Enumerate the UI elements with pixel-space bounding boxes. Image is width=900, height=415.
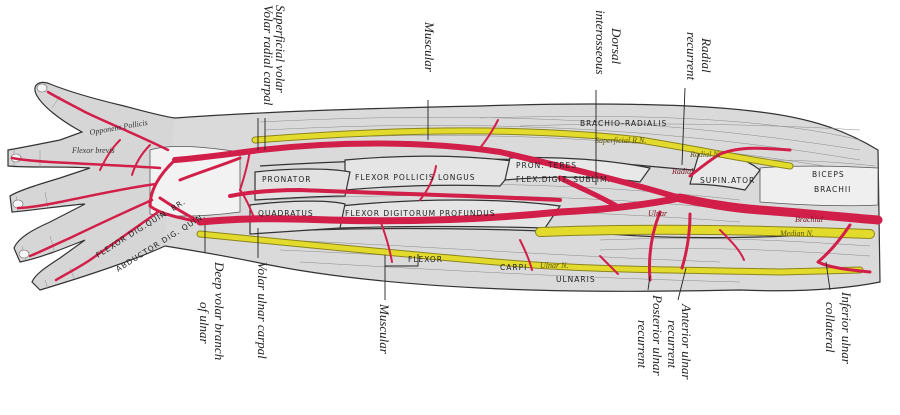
anterior-ulnar-recurrent-label-2: recurrent [665, 320, 680, 369]
radial-label: Radial [671, 167, 694, 176]
supinator-label: SUPIN.ATOR [700, 176, 755, 185]
common-interosseous-artery [557, 175, 623, 211]
inferior-ulnar-collateral-label-2: collateral [823, 302, 838, 353]
vessel-labels: Brachial Radial Ulnar Median N. Ulnar N.… [540, 136, 824, 270]
superficial-volar-artery [178, 156, 242, 182]
ulnar-nerve [197, 231, 863, 275]
radial-recurrent-label-1: Radial [699, 37, 714, 73]
flex-digit-sublim-label: FLEX.DIGIT. SUBLIM. [516, 175, 611, 184]
muscular-bottom-label: Muscular [377, 303, 392, 355]
pronator-label: PRONATOR [262, 175, 312, 184]
ulnar-label: Ulnar [648, 209, 668, 218]
leader-lines [204, 87, 831, 301]
brachii-label: BRACHII [814, 185, 851, 194]
brachial-label: Brachial [795, 215, 824, 224]
superficial-radial-nerve [252, 128, 793, 169]
biceps-label: BICEPS [812, 170, 845, 179]
flexor-digitorum-profundus-label: FLEXOR DIGITORUM PROFUNDUS [345, 209, 496, 218]
biceps-tendon-region [759, 165, 879, 207]
dorsal-interosseous-label-2: interosseous [593, 10, 608, 75]
flexor-brevis-label: Flexor brevis [71, 146, 115, 155]
deep-volar-branch-label-2: of ulnar [197, 302, 212, 344]
posterior-ulnar-recurrent-artery [648, 210, 662, 282]
dorsal-interosseous-label-1: Dorsal [609, 27, 624, 65]
nerves [196, 127, 875, 276]
deep-volar-branch-label-1: Deep volar branch [212, 261, 227, 360]
brachio-radialis-label: BRACHIO-RADIALIS [580, 119, 667, 128]
inferior-ulnar-collateral-artery [816, 223, 872, 274]
radial-nerve-label: Radial N. [689, 150, 721, 159]
superficial-volar-label: Superficial volar [273, 5, 288, 94]
posterior-ulnar-recurrent-label-2: recurrent [635, 320, 650, 369]
median-nerve [536, 225, 874, 238]
radial-recurrent-artery [688, 146, 792, 178]
inferior-ulnar-collateral-label-1: Inferior ulnar [839, 291, 854, 365]
median-nerve-label: Median N. [779, 229, 814, 238]
artery-labels: Volar radial carpal Superficial volar Mu… [197, 5, 854, 380]
radial-artery [172, 140, 683, 201]
volar-radial-carpal-label: Volar radial carpal [261, 5, 276, 106]
superficial-radial-nerve-label: Superficial R.N. [595, 136, 646, 145]
anterior-ulnar-recurrent-artery [680, 212, 692, 270]
arteries [10, 90, 883, 282]
flexor-carpi-ulnaris-label-2: CARPI [500, 263, 527, 272]
anterior-ulnar-recurrent-label-1: Anterior ulnar [679, 303, 694, 380]
quadratus-label: QUADRATUS [258, 209, 314, 218]
radial-recurrent-label-2: recurrent [684, 32, 699, 81]
ulnar-artery [196, 194, 684, 226]
volar-radial-carpal-artery [239, 149, 251, 191]
flexor-carpi-ulnaris-label-3: ULNARIS [556, 275, 596, 284]
pronator-teres-label: PRON. TERES [516, 161, 577, 170]
muscular-top-label: Muscular [422, 21, 437, 73]
ulnar-nerve-label: Ulnar N. [540, 261, 568, 270]
volar-ulnar-carpal-label: Volar ulnar carpal [255, 262, 270, 359]
superficial-volar-arch [148, 158, 202, 224]
flexor-pollicis-longus-label: FLEXOR POLLICIS LONGUS [355, 173, 475, 182]
volar-ulnar-carpal-artery [239, 189, 256, 221]
volar-interosseous-artery [228, 188, 562, 202]
posterior-ulnar-recurrent-label-1: Posterior ulnar [650, 294, 665, 376]
flexor-carpi-ulnaris-label-1: FLEXOR [408, 255, 443, 264]
brachial-artery [675, 193, 883, 225]
